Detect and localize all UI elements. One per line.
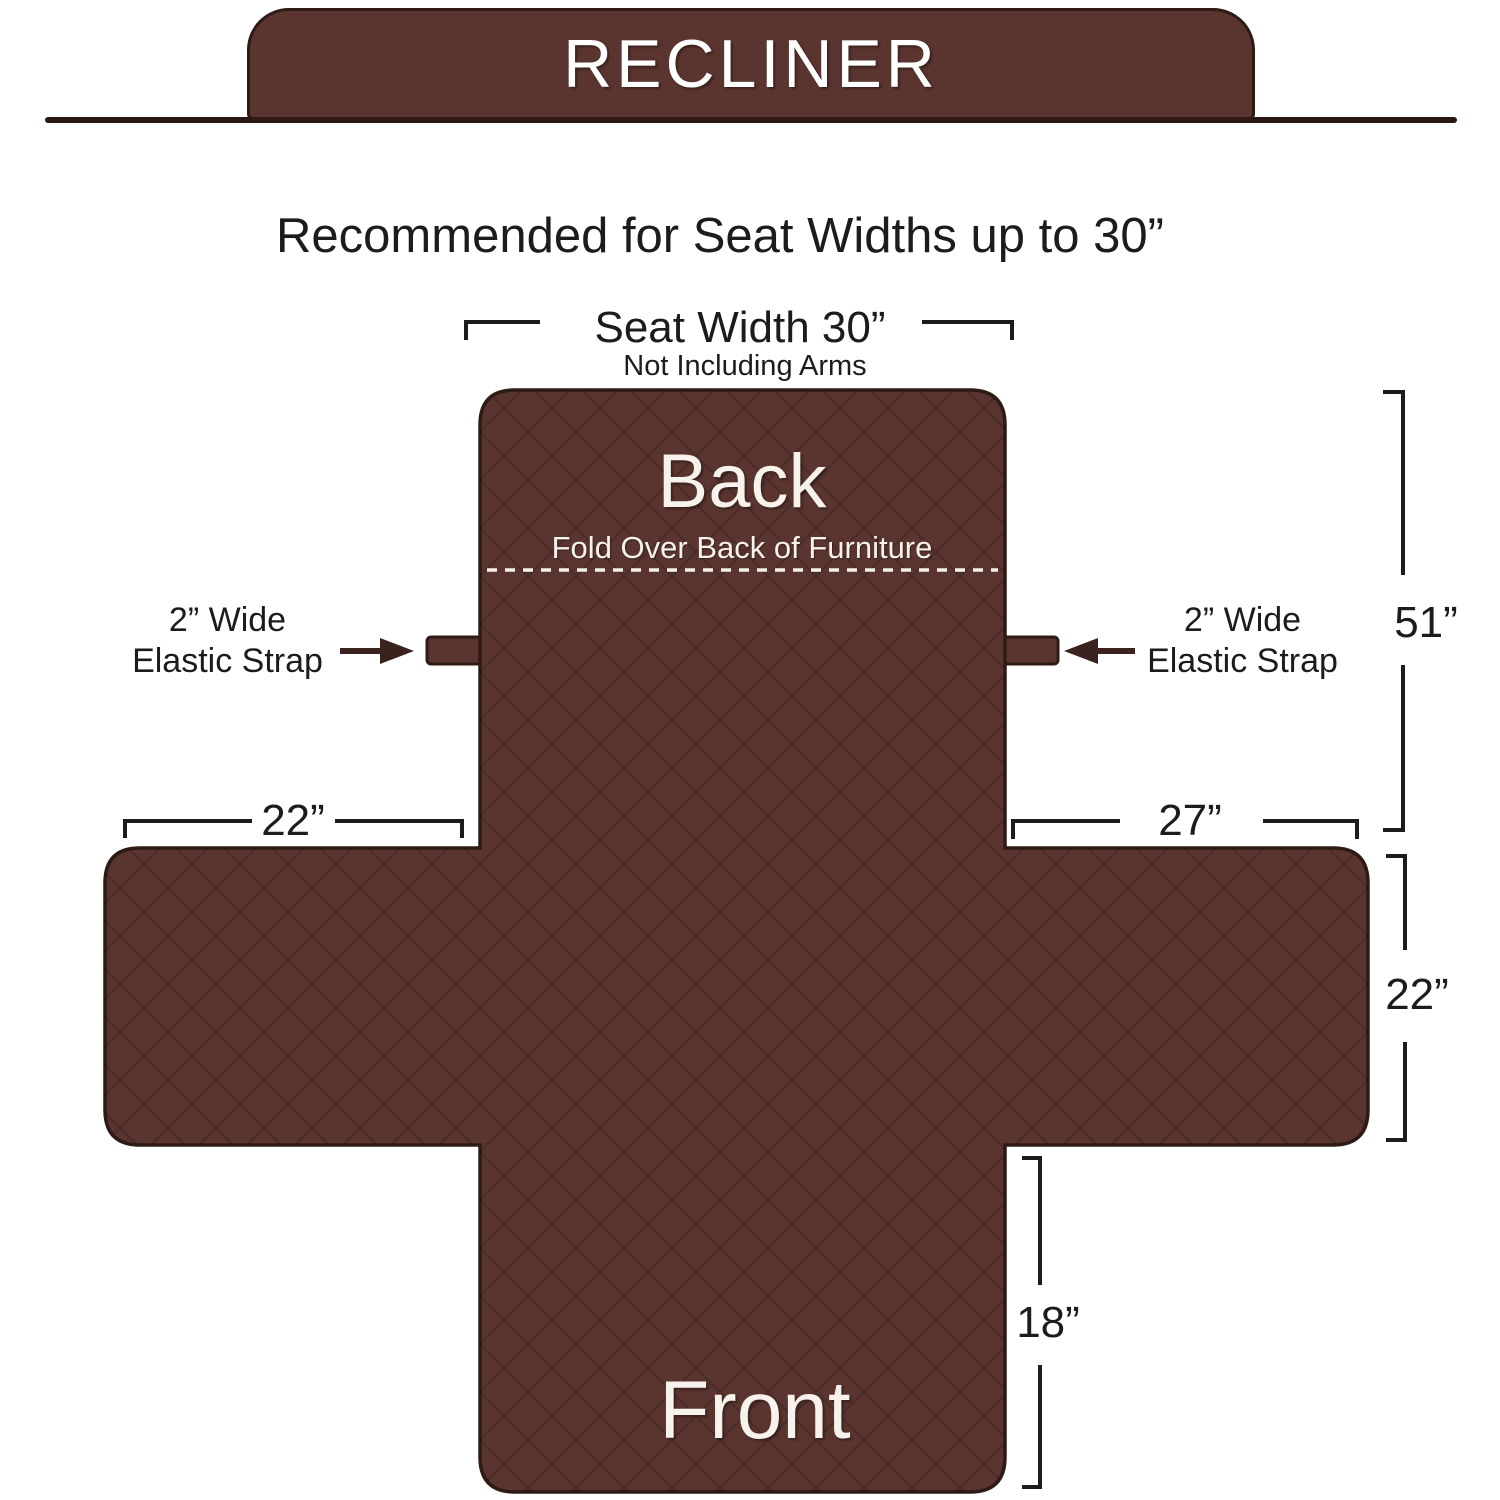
back-label: Back [657, 439, 827, 524]
arrow-right-icon [340, 638, 414, 664]
seat-width-bracket [464, 320, 1014, 340]
dim-right-arm-width: 27” [1158, 796, 1222, 845]
page-title: RECLINER [563, 26, 939, 102]
strap-note-right-line2: Elastic Strap [1147, 642, 1338, 680]
cover-quilt-pattern [105, 390, 1368, 1492]
front-label: Front [659, 1365, 851, 1456]
dim-front-drop: 18” [1016, 1298, 1080, 1347]
dim-total-length: 51” [1394, 598, 1458, 647]
strap-note-left: 2” Wide Elastic Strap [100, 600, 355, 682]
front-drop-bracket [1022, 1156, 1042, 1489]
header-rule [45, 117, 1457, 123]
length-bracket [1383, 390, 1405, 832]
strap-note-left-line2: Elastic Strap [132, 642, 323, 680]
strap-note-left-line1: 2” Wide [168, 601, 287, 639]
back-instruction: Fold Over Back of Furniture [551, 530, 933, 565]
arrow-left-icon [1064, 638, 1135, 664]
strap-note-right-line1: 2” Wide [1183, 601, 1302, 639]
seat-width-label: Seat Width 30” [594, 303, 886, 352]
dim-arm-depth: 22” [1385, 970, 1449, 1019]
right-arm-bracket [1011, 819, 1359, 839]
seat-width-note: Not Including Arms [623, 350, 867, 382]
header-plate: RECLINER [247, 8, 1255, 120]
left-arm-bracket [123, 819, 464, 838]
strap-note-right: 2” Wide Elastic Strap [1115, 600, 1370, 682]
arm-depth-bracket [1386, 854, 1407, 1142]
dim-left-arm-width: 22” [261, 796, 325, 845]
subtitle: Recommended for Seat Widths up to 30” [276, 209, 1164, 263]
